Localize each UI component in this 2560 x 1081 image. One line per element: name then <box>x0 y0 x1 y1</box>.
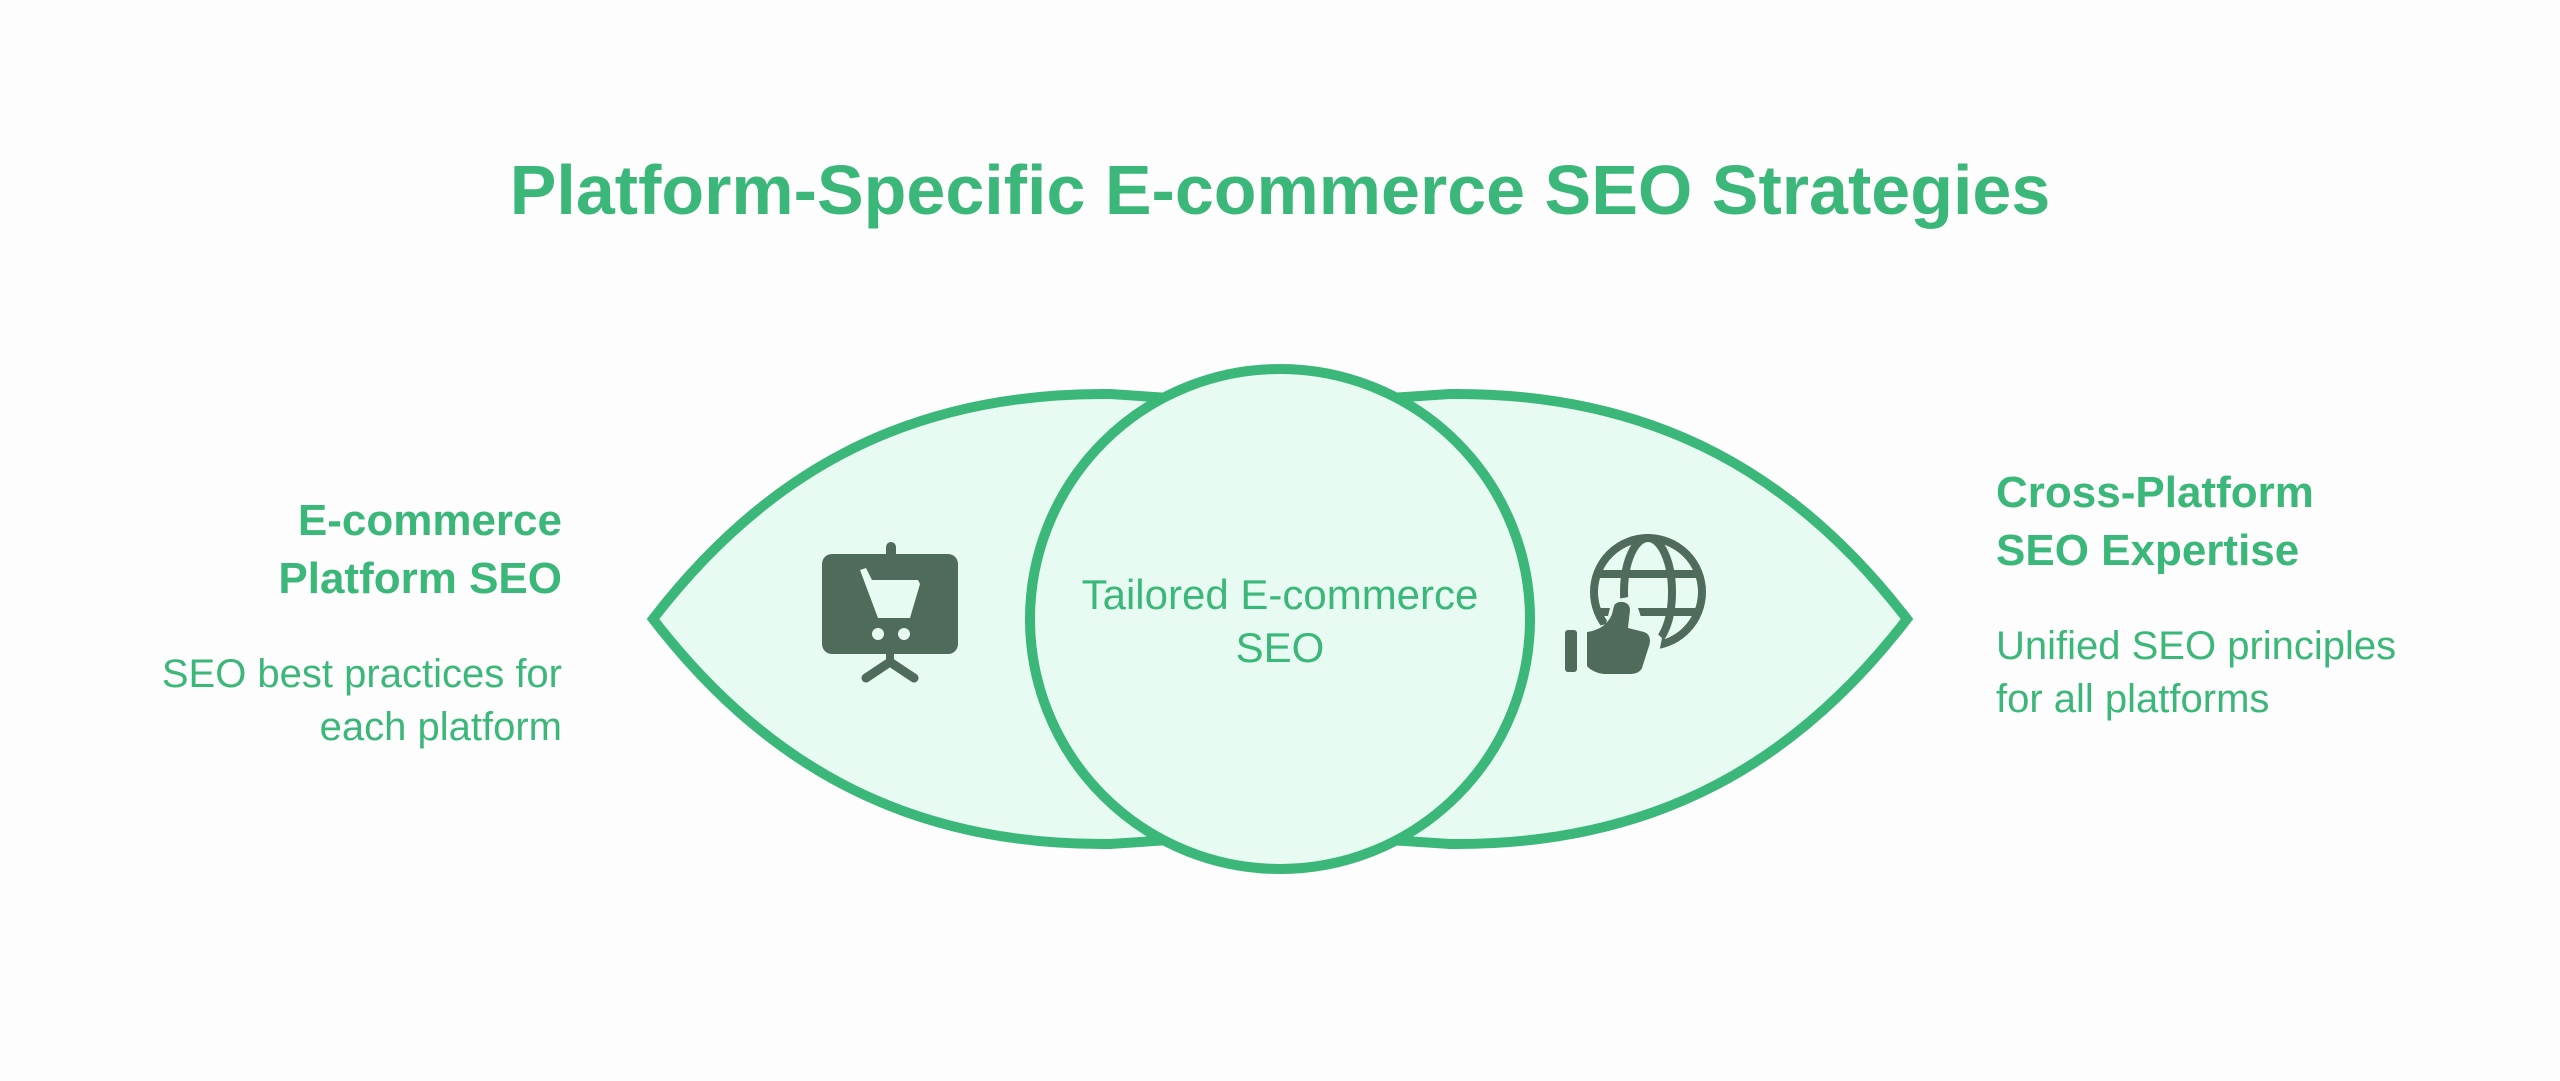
left-heading: E-commerce Platform SEO <box>278 496 562 603</box>
left-description: SEO best practices for each platform <box>161 652 562 749</box>
right-description: Unified SEO principles for all platforms <box>1996 624 2397 721</box>
left-text-block: E-commerce Platform SEO SEO best practic… <box>142 492 562 754</box>
right-heading: Cross-Platform SEO Expertise <box>1996 468 2314 575</box>
diagram-title: Platform-Specific E-commerce SEO Strateg… <box>509 151 2051 229</box>
right-text-block: Cross-Platform SEO Expertise Unified SEO… <box>1996 464 2416 726</box>
shopping-cart-presentation-board-icon <box>822 542 958 683</box>
center-circle <box>1025 364 1535 874</box>
center-label: Tailored E-commerce SEO <box>1081 571 1479 671</box>
globe-thumbs-up-icon <box>1565 534 1706 682</box>
